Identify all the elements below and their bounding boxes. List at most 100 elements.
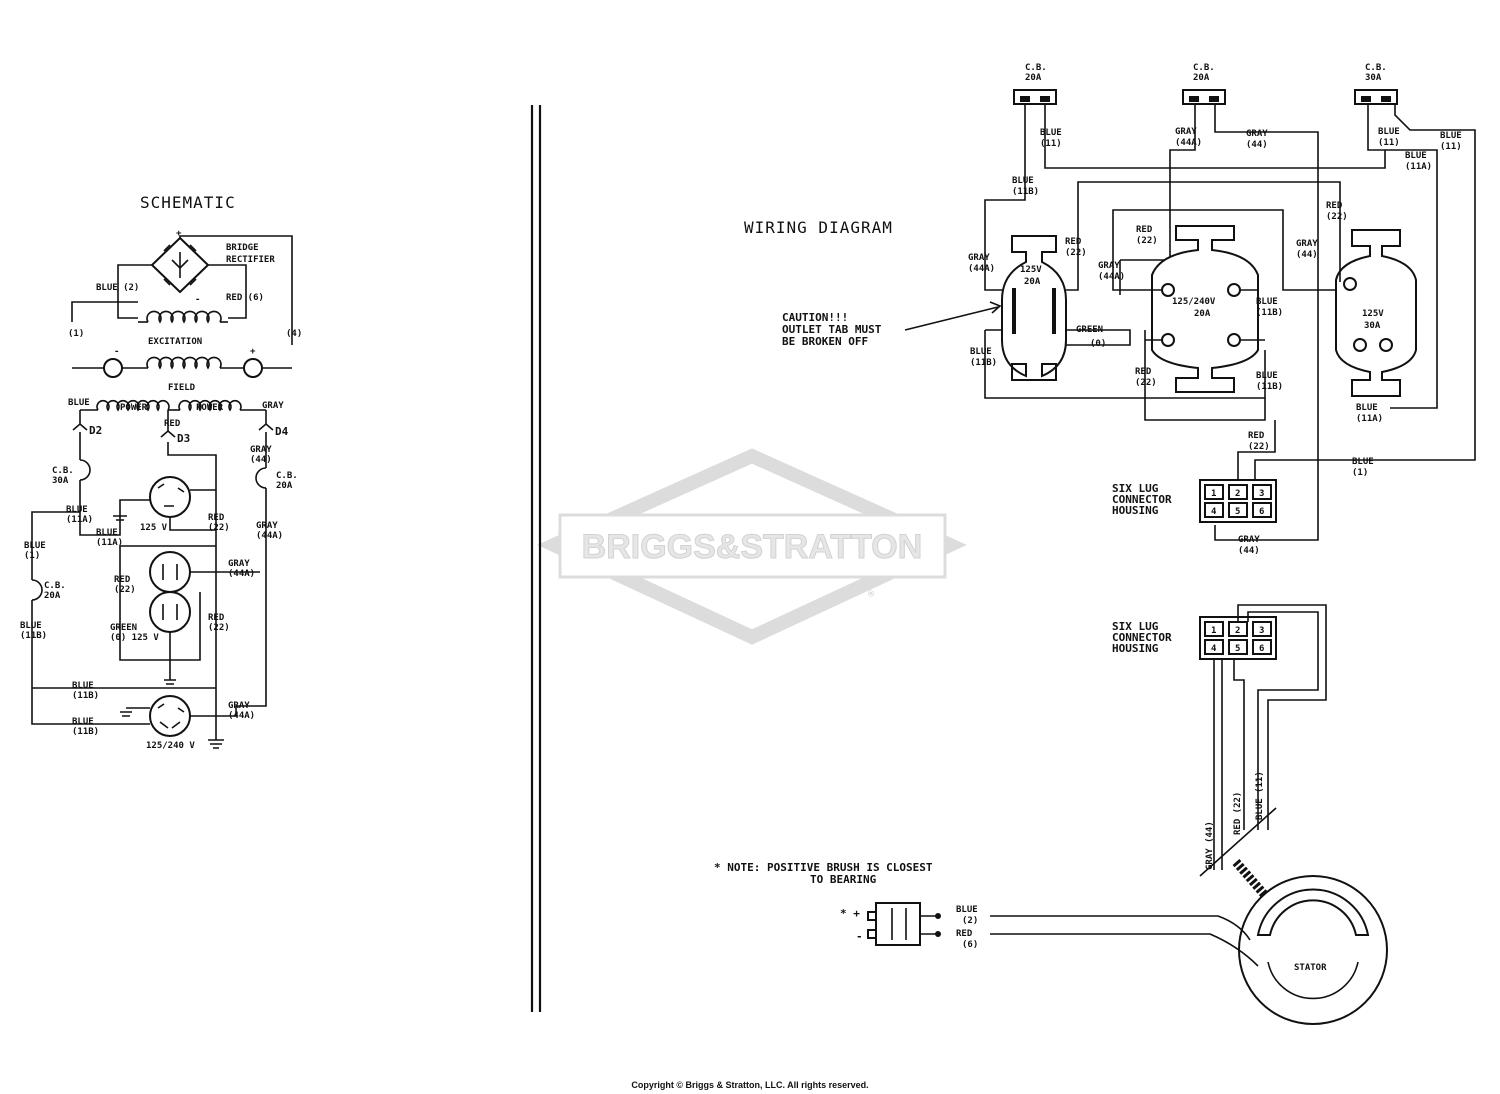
caution-note: CAUTION!!! OUTLET TAB MUST BE BROKEN OFF <box>782 301 1002 348</box>
six-lug2-label-1: SIX LUG <box>1112 620 1159 633</box>
schematic-red22r-a: RED <box>208 613 225 623</box>
out3-voltage: 125V <box>1362 309 1384 319</box>
briggs-stratton-watermark: BRIGGS&STRATTON ® <box>537 448 967 645</box>
power-gray-label: GRAY <box>262 401 284 411</box>
schematic-cb20l-a: C.B. <box>44 581 66 591</box>
w-blue11-vertical: BLUE (11) <box>1255 771 1265 820</box>
out1-rating: 20A <box>1024 277 1041 287</box>
w-blue11br-a: BLUE <box>1256 371 1278 381</box>
schematic-blue-2: BLUE (2) <box>96 283 139 293</box>
outlet-125-240v-20a: 125/240V 20A <box>1112 222 1266 421</box>
schematic-cb20l-b: 20A <box>44 591 61 601</box>
w-gray44am-b: (44A) <box>1098 272 1125 282</box>
outlet-top-voltage: 125 V <box>140 523 168 533</box>
brush-positive: * + <box>840 907 860 920</box>
copyright-notice: Copyright © Briggs & Stratton, LLC. All … <box>631 1080 868 1090</box>
stator: STATOR <box>1238 875 1388 1025</box>
w-red22c-a: RED <box>1326 201 1343 211</box>
schematic-blue11a2-a: BLUE <box>96 528 118 538</box>
schematic-terminal-4: (4) <box>286 329 302 339</box>
circuit-breaker-1: C.B. 20A <box>1013 63 1057 105</box>
w-red6-b: (6) <box>962 940 978 950</box>
w-blue11br-b: (11B) <box>1256 382 1283 392</box>
w-blue11r-b: (11) <box>1378 138 1400 148</box>
schematic-gray44-a: GRAY <box>250 445 272 455</box>
six-lug-connector-top: SIX LUG CONNECTOR HOUSING 1 2 3 4 5 6 <box>1112 420 1277 523</box>
w-gray44am-a: GRAY <box>1098 261 1120 271</box>
w-red22c-b: (22) <box>1326 212 1348 222</box>
w-red22e-b: (22) <box>1248 442 1270 452</box>
d3-red-label: RED <box>164 419 181 429</box>
w-blue11-b: (11) <box>1040 139 1062 149</box>
schematic-blue11b3-a: BLUE <box>72 717 94 727</box>
schematic-v125-240: 125/240 V <box>146 741 195 751</box>
w-gray44al-b: (44A) <box>968 264 995 274</box>
schematic-gray44a2-a: GRAY <box>228 559 250 569</box>
schematic-outlet-30a: 125 V <box>113 476 216 533</box>
w-gray44-b: (44) <box>1246 140 1268 150</box>
schematic-blue1-b: (1) <box>24 551 40 561</box>
w-blue11bl-a: BLUE <box>970 347 992 357</box>
w-gray44al-a: GRAY <box>968 253 990 263</box>
caution-line2: OUTLET TAB MUST <box>782 323 882 336</box>
caution-line3: BE BROKEN OFF <box>782 335 868 348</box>
diode-d3: D3 <box>177 432 190 445</box>
schematic-blue11a-a: BLUE <box>66 505 88 515</box>
lug2-3: 3 <box>1259 626 1264 636</box>
schematic-blue11a2-b: (11A) <box>96 538 123 548</box>
lug-3: 3 <box>1259 489 1264 499</box>
schematic-terminal-1: (1) <box>68 329 84 339</box>
six-lug2-label-3: HOUSING <box>1112 642 1159 655</box>
power-label-1: POWER <box>120 403 148 413</box>
cb3-label: C.B. <box>1365 63 1387 73</box>
field-minus: - <box>114 347 119 357</box>
lug-2: 2 <box>1235 489 1240 499</box>
w-gray44-vertical: GRAY (44) <box>1205 821 1215 870</box>
cb3-rating: 30A <box>1365 73 1382 83</box>
schematic-duplex-outlet <box>119 545 260 685</box>
cb1-rating: 20A <box>1025 73 1042 83</box>
circuit-breaker-2: C.B. 20A <box>1182 63 1226 105</box>
schematic-red22m-b: (22) <box>114 585 136 595</box>
w-blue11bl-b: (11B) <box>970 358 997 368</box>
power-blue-label: BLUE <box>68 398 90 408</box>
schematic-green-b: (0) 125 V <box>110 633 159 643</box>
schematic-red22-b: (22) <box>208 523 230 533</box>
diode-d2: D2 <box>89 424 102 437</box>
lug-6: 6 <box>1259 507 1264 517</box>
w-red22-vertical: RED (22) <box>1233 792 1243 835</box>
power-windings: BLUE POWER POWER GRAY <box>68 398 284 413</box>
watermark-registered-mark: ® <box>868 589 875 600</box>
out1-voltage: 125V <box>1020 265 1042 275</box>
w-gray44bot-a: GRAY <box>1238 535 1260 545</box>
field-label: FIELD <box>168 383 196 393</box>
six-lug-label-1: SIX LUG <box>1112 482 1159 495</box>
out2-voltage: 125/240V <box>1172 297 1216 307</box>
schematic-gray44a3-a: GRAY <box>228 701 250 711</box>
schematic-outlet-125-240: 125/240 V <box>120 688 237 751</box>
outlet-125v-30a: 125V 30A <box>1335 200 1417 397</box>
lug-1: 1 <box>1211 489 1216 499</box>
w-gray44a-a: GRAY <box>1175 127 1197 137</box>
schematic-red-6: RED (6) <box>226 293 264 303</box>
out3-rating: 30A <box>1364 321 1381 331</box>
w-red22d-a: RED <box>1135 367 1152 377</box>
w-blue11ab2-b: (11A) <box>1356 414 1383 424</box>
w-blue11a-a: BLUE <box>1405 151 1427 161</box>
brush-assembly: * NOTE: POSITIVE BRUSH IS CLOSEST TO BEA… <box>714 861 1259 967</box>
schematic-blue11b2-b: (11B) <box>72 691 99 701</box>
bridge-rectifier: + - BRIDGE RECTIFIER <box>150 229 275 305</box>
cb1-label: C.B. <box>1025 63 1047 73</box>
w-blue11r-a: BLUE <box>1378 127 1400 137</box>
note-line1: * NOTE: POSITIVE BRUSH IS CLOSEST <box>714 861 933 874</box>
schematic-blue11b-b: (11B) <box>20 631 47 641</box>
out2-rating: 20A <box>1194 309 1211 319</box>
w-red22e-a: RED <box>1248 431 1265 441</box>
note-line2: TO BEARING <box>810 873 877 886</box>
schematic-title: SCHEMATIC <box>140 193 236 212</box>
field-plus: + <box>250 347 256 357</box>
w-gray44r-a: GRAY <box>1296 239 1318 249</box>
lug2-2: 2 <box>1235 626 1240 636</box>
lug2-1: 1 <box>1211 626 1216 636</box>
